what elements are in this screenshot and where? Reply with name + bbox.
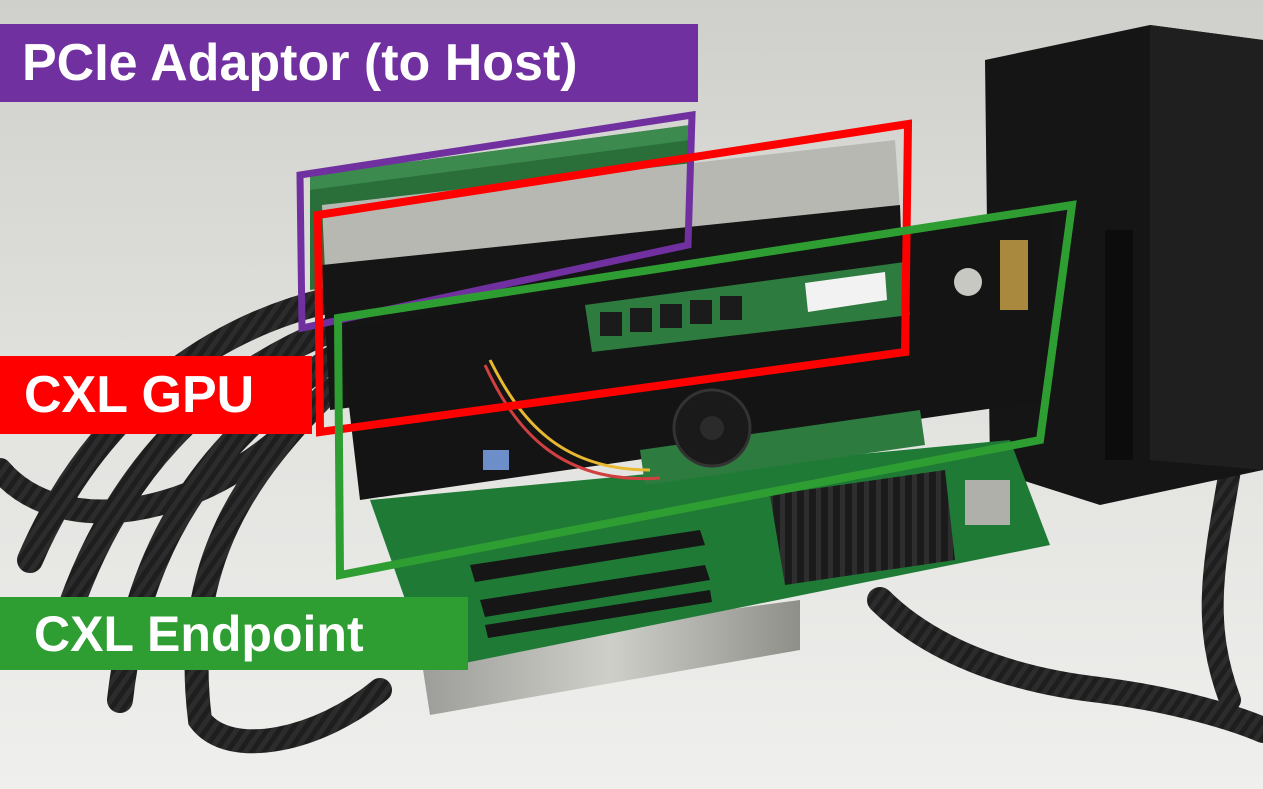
cxl-endpoint-board (340, 205, 1050, 500)
right-cables (867, 459, 1263, 743)
pcie-adaptor-label: PCIe Adaptor (to Host) (0, 24, 698, 102)
base-plate (420, 600, 800, 715)
cxl-gpu-label: CXL GPU (0, 356, 312, 434)
base-carrier-board (370, 440, 1050, 670)
cxl-gpu-outline (313, 119, 913, 437)
cxl-endpoint-outline (333, 200, 1077, 580)
power-supply-unit (985, 25, 1263, 505)
pcie-adaptor-outline (296, 110, 696, 333)
cxl-endpoint-label: CXL Endpoint (0, 597, 468, 670)
